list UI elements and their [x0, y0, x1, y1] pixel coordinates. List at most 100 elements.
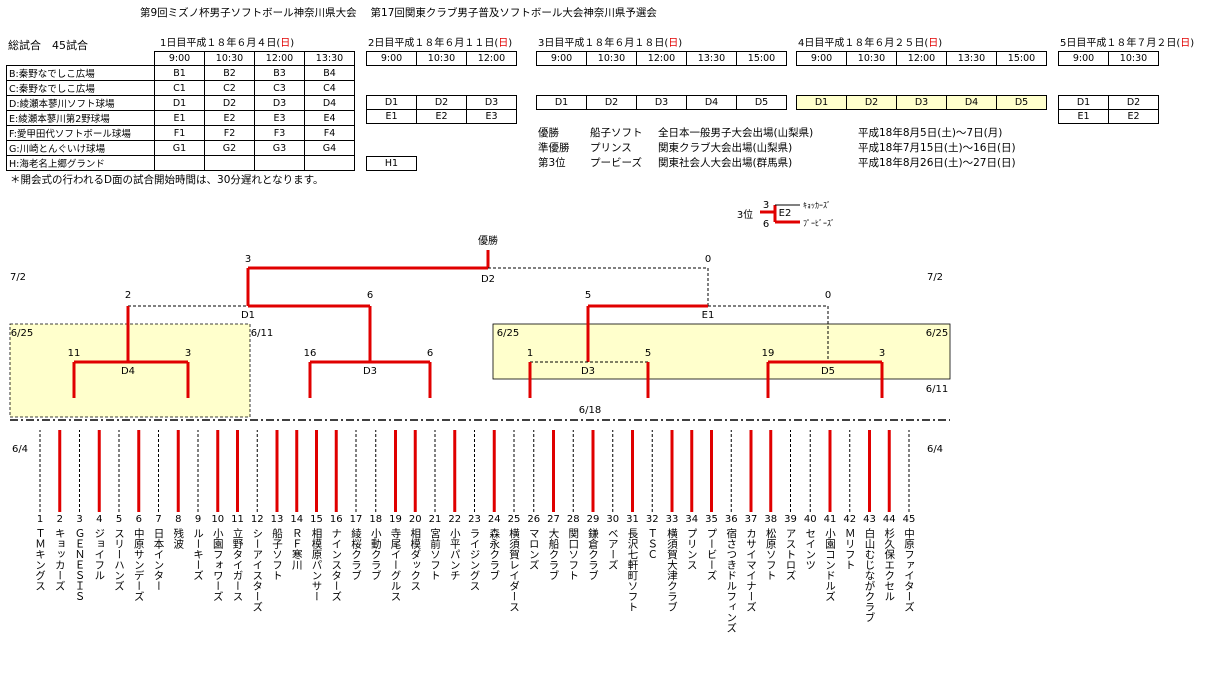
team-number: 28 — [567, 514, 580, 525]
team-name: Ｍリフト — [843, 528, 856, 570]
team-name: プービーズ — [705, 528, 718, 581]
day1-label: 1日目平成１８年６月４日(日) — [160, 38, 295, 49]
team-number: 9 — [195, 514, 201, 525]
round-bg-left — [9, 323, 251, 418]
final-score-left: 3 — [245, 254, 251, 265]
round-bg-right — [492, 323, 951, 380]
qscore: 16 — [304, 348, 317, 359]
qscore: 6 — [427, 348, 433, 359]
team-name: 鎌倉クラブ — [587, 528, 599, 581]
date-label-jul2: 7/2 — [10, 272, 26, 283]
team-number: 43 — [863, 514, 876, 525]
date-label-jun4: 6/4 — [12, 444, 28, 455]
team-number: 44 — [883, 514, 896, 525]
team-number: 14 — [290, 514, 303, 525]
team-name: キョッカーズ — [53, 528, 66, 591]
team-number: 33 — [666, 514, 679, 525]
team-name: 大船クラブ — [547, 528, 560, 581]
team-name: 綾桜クラブ — [350, 528, 362, 581]
team-number: 32 — [646, 514, 659, 525]
team-name: 宿さつきドルフィンズ — [725, 528, 738, 633]
date-label-jun4-right: 6/4 — [927, 444, 943, 455]
team-number: 26 — [527, 514, 540, 525]
team-name: ナインスターズ — [330, 528, 343, 602]
team-name: アストロズ — [784, 528, 797, 581]
team-number: 17 — [350, 514, 363, 525]
team-name: 相模原パンサー — [310, 528, 323, 602]
team-name: 相模ダックス — [409, 528, 422, 591]
team-name: シーアイスターズ — [251, 528, 264, 612]
team-number: 5 — [116, 514, 122, 525]
third-place-label: 3位 — [737, 208, 753, 221]
team-number: 15 — [310, 514, 323, 525]
team-number: 40 — [804, 514, 817, 525]
team-name: 小園コンドルズ — [824, 528, 836, 602]
team-name: 小園フォワーズ — [211, 528, 224, 602]
team-number: 13 — [271, 514, 284, 525]
team-number: 41 — [824, 514, 837, 525]
team-number: 35 — [705, 514, 718, 525]
team-name: 残波 — [172, 528, 185, 549]
team-number: 30 — [606, 514, 619, 525]
opening-note: ＊開会式の行われるD面の試合開始時間は、30分遅れとなります。 — [10, 174, 324, 186]
team-name: 中原ファイターズ — [903, 528, 915, 612]
team-name: 中原サンデーズ — [132, 528, 145, 602]
semi1-game: D1 — [241, 310, 255, 321]
page-title: 第9回ミズノ杯男子ソフトボール神奈川県大会 第17回関東クラブ男子普及ソフトボー… — [140, 7, 657, 19]
final-game: D2 — [481, 274, 495, 285]
tp-score: 3 — [763, 200, 769, 211]
team-name: 森永クラブ — [488, 528, 501, 581]
day3-label: 3日目平成１８年６月１８日(日) — [538, 38, 683, 49]
team-number: 38 — [764, 514, 777, 525]
team-number: 8 — [175, 514, 181, 525]
tp-score: 6 — [763, 219, 769, 230]
team-number: 6 — [136, 514, 142, 525]
quarter-game: D3 — [581, 366, 595, 377]
team-number: 29 — [587, 514, 600, 525]
day4-label: 4日目平成１８年６月２５日(日) — [798, 38, 943, 49]
qscore: 19 — [762, 348, 775, 359]
team-name: カサイマイナーズ — [745, 528, 757, 612]
team-number: 10 — [211, 514, 224, 525]
team-number: 1 — [37, 514, 43, 525]
team-number: 31 — [626, 514, 639, 525]
team-number: 7 — [155, 514, 161, 525]
champion-label: 優勝 — [478, 234, 498, 247]
team-name: ジョイフル — [93, 528, 106, 581]
team-number: 16 — [330, 514, 343, 525]
date-label-jun25: 6/25 — [11, 328, 33, 339]
team-name: 船子ソフト — [271, 528, 283, 581]
team-name: 宮前ソフト — [429, 528, 441, 581]
qscore: 3 — [185, 348, 191, 359]
team-name: ＴＳＣ — [646, 528, 659, 560]
team-number: 37 — [745, 514, 758, 525]
total-games: 総試合 45試合 — [8, 39, 88, 52]
team-name: 横須賀レイダース — [508, 528, 520, 612]
semi2-game: E1 — [702, 310, 715, 321]
team-number: 36 — [725, 514, 738, 525]
team-number: 12 — [251, 514, 264, 525]
team-number: 25 — [508, 514, 521, 525]
team-number: 34 — [685, 514, 698, 525]
team-number: 4 — [96, 514, 102, 525]
quarter-game: D5 — [821, 366, 835, 377]
quarter-game: D4 — [121, 366, 135, 377]
quarter-game: D3 — [363, 366, 377, 377]
team-name: 杉久保エクセル — [883, 528, 896, 602]
team-name: スリーハンズ — [113, 528, 125, 591]
team-name: 横須賀大津クラブ — [666, 528, 678, 612]
team-name: 松原ソフト — [764, 528, 777, 581]
team-name: 小平パンチ — [448, 528, 461, 581]
team-number: 21 — [429, 514, 442, 525]
team-name: 関口ソフト — [567, 528, 580, 581]
qscore: 3 — [879, 348, 885, 359]
date-label-jul2-right: 7/2 — [927, 272, 943, 283]
